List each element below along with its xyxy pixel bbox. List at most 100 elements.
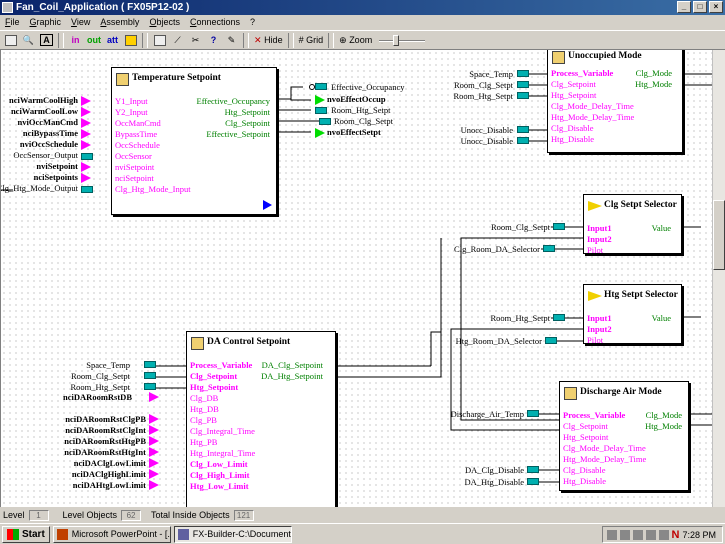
pin-y1-input[interactable]: Y1_Input bbox=[115, 96, 148, 106]
input-arrow[interactable] bbox=[81, 162, 91, 172]
pin-y2-input[interactable]: Y2_Input bbox=[115, 107, 148, 117]
copy-button[interactable] bbox=[151, 32, 168, 49]
connector[interactable] bbox=[144, 361, 156, 368]
menu-objects[interactable]: Objects bbox=[149, 17, 180, 27]
pin-clg-disable[interactable]: Clg_Disable bbox=[551, 123, 594, 133]
menu-file[interactable]: File bbox=[5, 17, 20, 27]
search-button[interactable]: 🔍 bbox=[20, 32, 37, 49]
tray-n-icon[interactable]: N bbox=[671, 528, 680, 541]
pin-nvisetpoint[interactable]: nviSetpoint bbox=[115, 162, 155, 172]
pin-occsensor[interactable]: OccSensor bbox=[115, 151, 152, 161]
pin-bypasstime[interactable]: BypassTime bbox=[115, 129, 158, 139]
out-button[interactable]: out bbox=[87, 35, 101, 45]
connector[interactable] bbox=[517, 126, 529, 133]
output-arrow[interactable] bbox=[315, 95, 325, 105]
pin-process-variable[interactable]: Process_Variable bbox=[190, 360, 253, 370]
pin-input2[interactable]: Input2 bbox=[587, 324, 612, 334]
input-arrow[interactable] bbox=[149, 469, 159, 479]
unoccupied-mode-block[interactable]: Unoccupied Mode Process_Variable Clg_Set… bbox=[547, 50, 683, 153]
pin-clg-disable[interactable]: Clg_Disable bbox=[563, 465, 606, 475]
input-arrow[interactable] bbox=[81, 140, 91, 150]
htg-setpt-selector-block[interactable]: Htg Setpt Selector Input1 Input2 Pilot V… bbox=[583, 284, 682, 345]
pin-htg-mode-delay-time[interactable]: Htg_Mode_Delay_Time bbox=[551, 112, 635, 122]
input-arrow[interactable] bbox=[81, 173, 91, 183]
expand-arrow-icon[interactable] bbox=[263, 200, 272, 210]
tray-icon[interactable] bbox=[606, 529, 617, 540]
help-button[interactable]: ? bbox=[205, 32, 222, 49]
connector[interactable] bbox=[527, 410, 539, 417]
pin-process-variable[interactable]: Process_Variable bbox=[563, 410, 626, 420]
maximize-button[interactable]: □ bbox=[693, 1, 707, 13]
pin-effective-setpoint[interactable]: Effective_Setpoint bbox=[206, 129, 270, 139]
da-control-setpoint-block[interactable]: DA Control Setpoint Process_Variable Clg… bbox=[186, 331, 336, 507]
pin-pilot[interactable]: Pilot bbox=[587, 335, 604, 345]
input-arrow[interactable] bbox=[149, 425, 159, 435]
connector[interactable] bbox=[543, 245, 555, 252]
grid-button[interactable]: # Grid bbox=[298, 35, 324, 45]
pin-htg-db[interactable]: Htg_DB bbox=[190, 404, 219, 414]
pin-htg-pb[interactable]: Htg_PB bbox=[190, 437, 218, 447]
connector[interactable] bbox=[527, 466, 539, 473]
scrollbar-thumb[interactable] bbox=[713, 200, 725, 270]
connector[interactable] bbox=[315, 83, 327, 90]
pin-clg-setpoint[interactable]: Clg_Setpoint bbox=[551, 79, 596, 89]
connector[interactable] bbox=[545, 337, 557, 344]
pin-htg-setpoint[interactable]: Htg_Setpoint bbox=[224, 107, 270, 117]
pin-clg-setpoint[interactable]: Clg_Setpoint bbox=[563, 421, 608, 431]
pin-da-htg-setpoint[interactable]: DA_Htg_Setpoint bbox=[261, 371, 323, 381]
pin-htg-mode[interactable]: Htg_Mode bbox=[635, 79, 672, 89]
menu-connections[interactable]: Connections bbox=[189, 17, 241, 27]
pin-occmancmd[interactable]: OccManCmd bbox=[115, 118, 161, 128]
menu-help[interactable]: ? bbox=[250, 17, 256, 27]
att-button[interactable]: att bbox=[107, 35, 118, 45]
connector[interactable] bbox=[144, 372, 156, 379]
connector[interactable] bbox=[553, 223, 565, 230]
pin-clg-high-limit[interactable]: Clg_High_Limit bbox=[190, 470, 250, 480]
menu-view[interactable]: View bbox=[71, 17, 91, 27]
zoom-slider[interactable] bbox=[375, 32, 429, 49]
pin-effective-occupancy[interactable]: Effective_Occupancy bbox=[196, 96, 270, 106]
pin-clg-pb[interactable]: Clg_PB bbox=[190, 415, 217, 425]
pin-htg-mode-delay-time[interactable]: Htg_Mode_Delay_Time bbox=[563, 454, 647, 464]
input-arrow[interactable] bbox=[149, 414, 159, 424]
pin-ncisetpoint[interactable]: nciSetpoint bbox=[115, 173, 154, 183]
temperature-setpoint-block[interactable]: Temperature Setpoint Y1_Input Y2_Input O… bbox=[111, 67, 277, 215]
zoom-button[interactable]: ⊕ Zoom bbox=[339, 34, 373, 46]
pin-clg-setpoint[interactable]: Clg_Setpoint bbox=[190, 371, 238, 381]
route-button[interactable]: ⟋ bbox=[169, 32, 186, 49]
pin-clg-setpoint[interactable]: Clg_Setpoint bbox=[225, 118, 270, 128]
pin-clg-mode-delay-time[interactable]: Clg_Mode_Delay_Time bbox=[551, 101, 634, 111]
taskbar-powerpoint[interactable]: Microsoft PowerPoint - [... bbox=[52, 525, 171, 543]
input-arrow[interactable] bbox=[149, 458, 159, 468]
input-arrow[interactable] bbox=[149, 480, 159, 490]
pin-pilot[interactable]: Pilot bbox=[587, 245, 604, 255]
pin-clg-mode[interactable]: Clg_Mode bbox=[645, 410, 682, 420]
pin-process-variable[interactable]: Process_Variable bbox=[551, 68, 614, 78]
print-button[interactable] bbox=[2, 32, 19, 49]
start-button[interactable]: Start bbox=[2, 525, 50, 543]
pin-htg-low-limit[interactable]: Htg_Low_Limit bbox=[190, 481, 249, 491]
minimize-button[interactable]: _ bbox=[677, 1, 691, 13]
text-button[interactable]: A bbox=[38, 32, 55, 49]
input-arrow[interactable] bbox=[149, 392, 159, 402]
vertical-scrollbar[interactable] bbox=[712, 50, 725, 507]
discharge-air-mode-block[interactable]: Discharge Air Mode Process_Variable Clg_… bbox=[559, 381, 689, 491]
pin-value[interactable]: Value bbox=[651, 223, 671, 233]
close-button[interactable]: × bbox=[709, 1, 723, 13]
pin-clg-integral-time[interactable]: Clg_Integral_Time bbox=[190, 426, 255, 436]
pin-htg-setpoint[interactable]: Htg_Setpoint bbox=[563, 432, 609, 442]
tray-icon[interactable] bbox=[658, 529, 669, 540]
pin-htg-disable[interactable]: Htg_Disable bbox=[563, 476, 606, 486]
window-titlebar[interactable]: Fan_Coil_Application ( FX05P12-02 ) _ □ … bbox=[0, 0, 725, 15]
clg-setpt-selector-block[interactable]: Clg Setpt Selector Input1 Input2 Pilot V… bbox=[583, 194, 682, 255]
input-arrow[interactable] bbox=[81, 96, 91, 106]
in-button[interactable]: in bbox=[71, 35, 80, 45]
input-arrow[interactable] bbox=[81, 107, 91, 117]
pin-input2[interactable]: Input2 bbox=[587, 234, 612, 244]
input-arrow[interactable] bbox=[81, 129, 91, 139]
pin-value[interactable]: Value bbox=[651, 313, 671, 323]
connector[interactable] bbox=[517, 137, 529, 144]
output-arrow[interactable] bbox=[315, 128, 325, 138]
pen-button[interactable]: ✎ bbox=[223, 32, 240, 49]
input-arrow[interactable] bbox=[149, 436, 159, 446]
